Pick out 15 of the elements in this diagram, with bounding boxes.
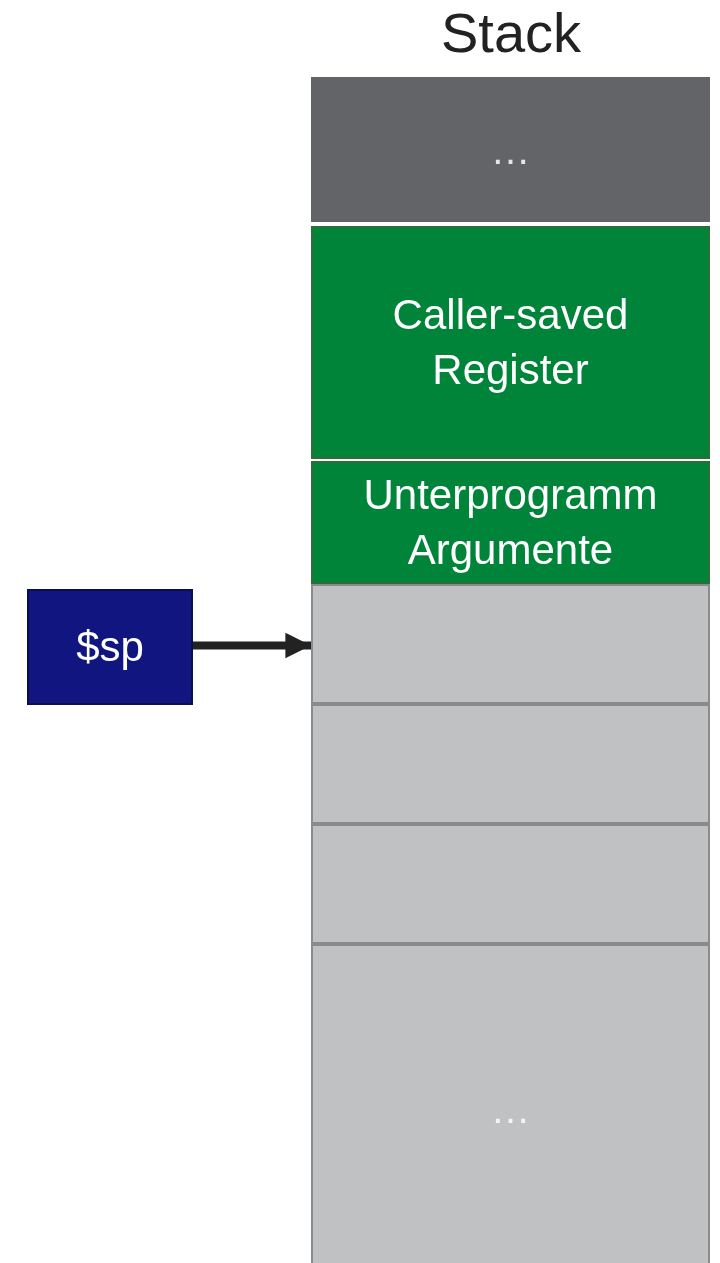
- cell-label: Unterprogramm Argumente: [362, 469, 659, 575]
- stack-cell: [311, 226, 710, 459]
- cell-label: $sp: [75, 621, 145, 672]
- cell-label: Caller-saved Register: [391, 289, 630, 395]
- empty-stack-cell: [311, 824, 710, 944]
- empty-stack-cell: [311, 704, 710, 824]
- stack-cell: [311, 461, 710, 584]
- cell-label: …: [489, 1086, 532, 1133]
- cell-label: …: [489, 126, 532, 174]
- stack-cell: [311, 944, 710, 1263]
- stack-cell: [311, 77, 710, 222]
- stack-title: Stack: [439, 0, 583, 65]
- empty-stack-cell: [311, 584, 710, 704]
- register-box: [27, 589, 193, 705]
- arrow: [193, 632, 311, 659]
